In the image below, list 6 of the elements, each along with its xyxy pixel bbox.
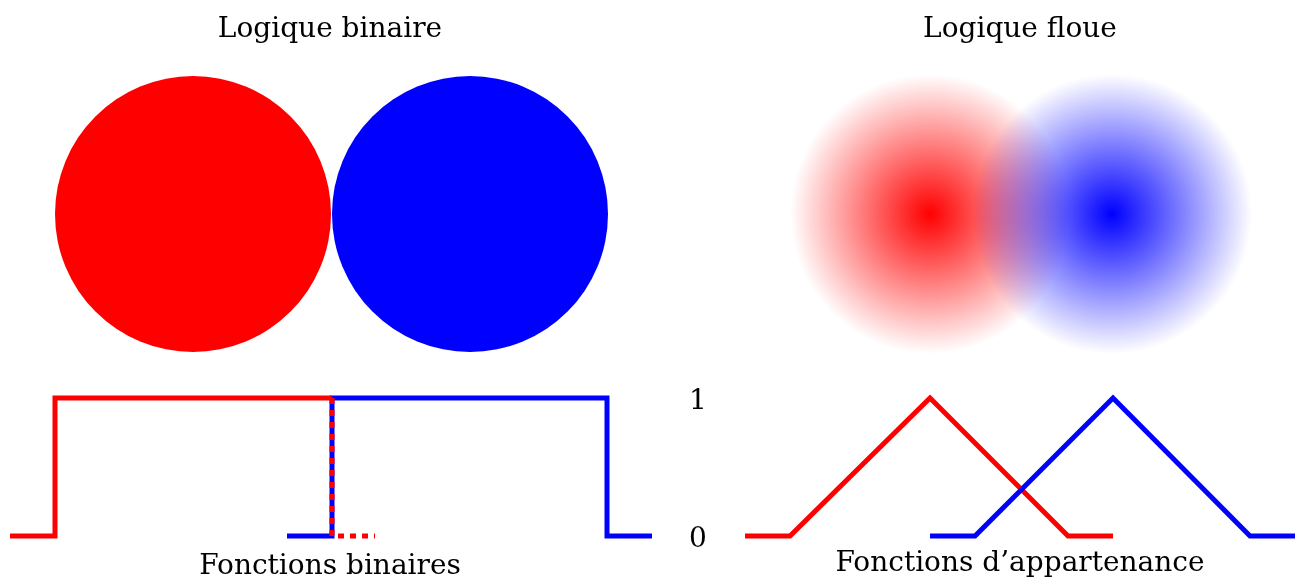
heading: Logique binaire	[217, 12, 443, 44]
heading: Logique floue	[923, 12, 1117, 44]
caption: Fonctions d’appartenance	[835, 546, 1205, 578]
caption: Fonctions binaires	[199, 549, 461, 581]
axis-value: 0	[689, 522, 707, 554]
axis-value: 1	[689, 384, 707, 416]
